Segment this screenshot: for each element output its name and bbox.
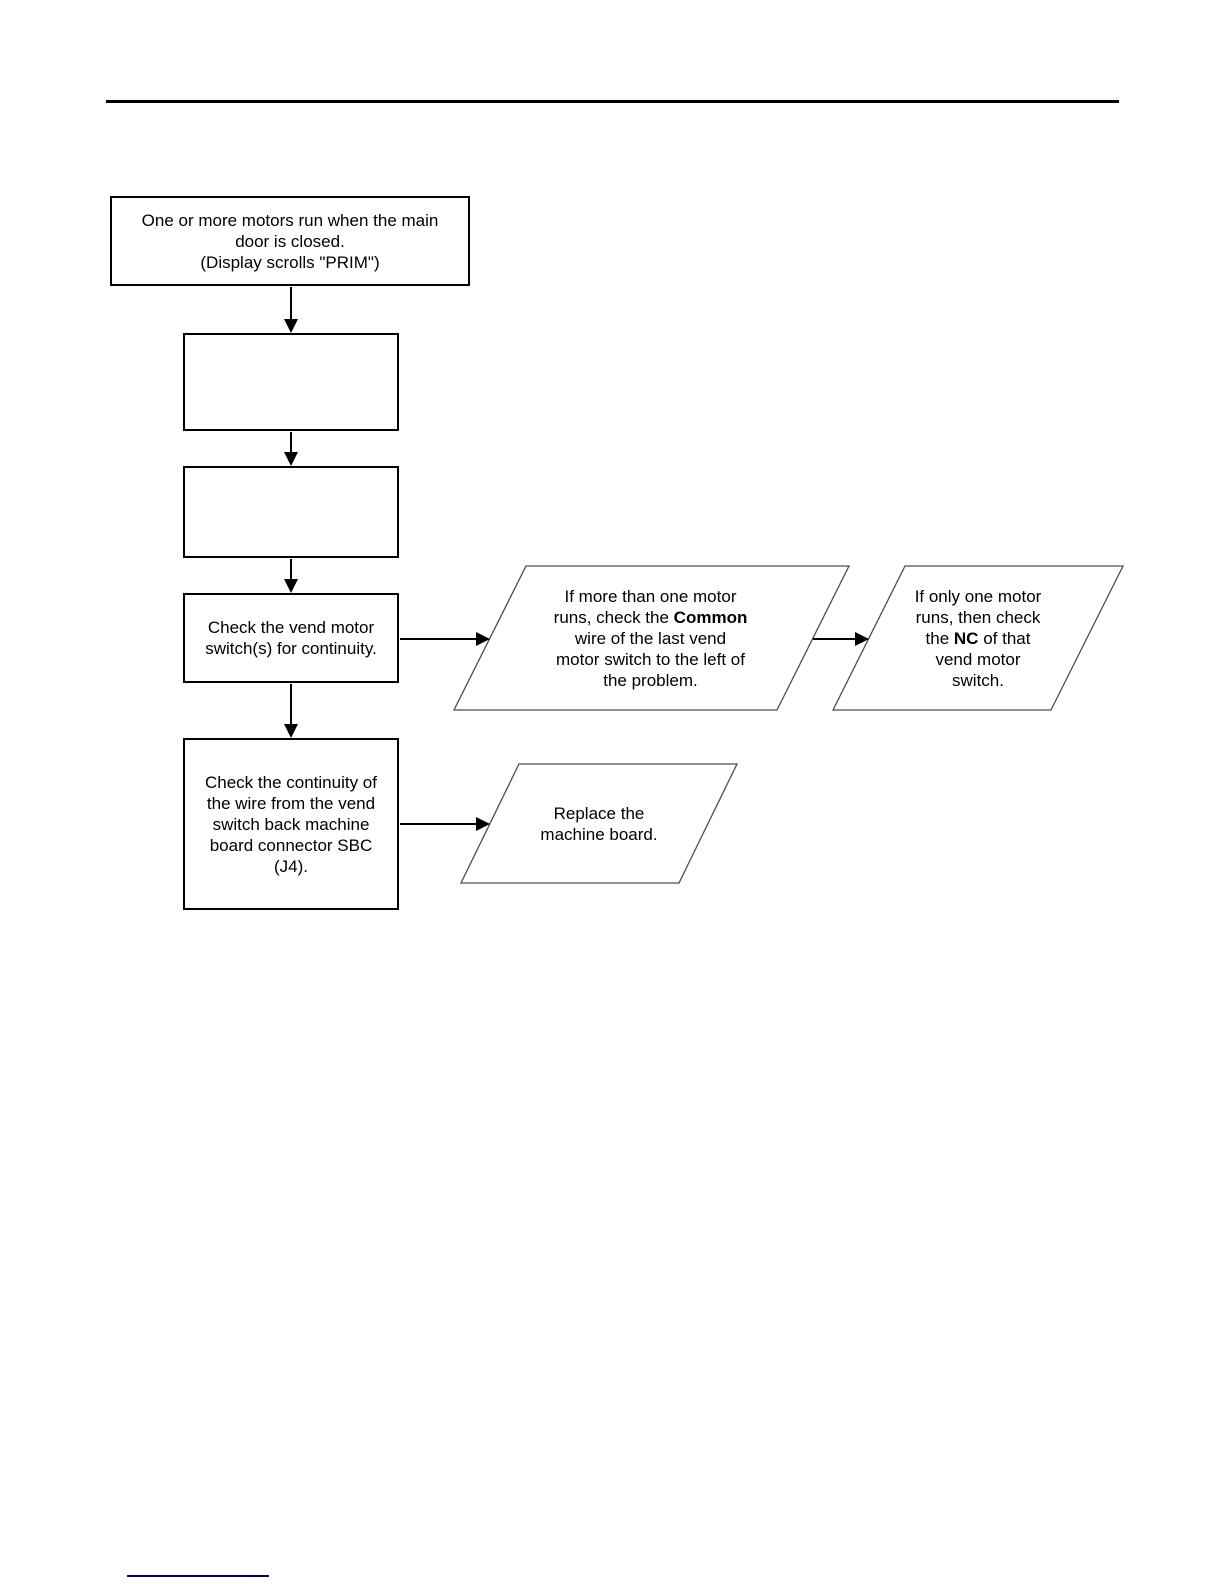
arrow-head-check-switch-to-check-wire <box>284 724 298 738</box>
parallelogram-more-than-one-motor <box>452 565 851 711</box>
arrow-head-step2-to-check-switch <box>284 579 298 593</box>
flow-node-step-empty-1 <box>183 333 399 431</box>
arrow-head-check-switch-to-more-than-one <box>476 632 490 646</box>
header-rule <box>106 100 1119 103</box>
arrow-head-check-wire-to-replace-board <box>476 817 490 831</box>
flow-node-step-empty-2 <box>183 466 399 558</box>
arrow-head-more-than-one-to-only-one <box>855 632 869 646</box>
parallelogram-replace-board <box>459 763 739 884</box>
parallelogram-only-one-motor <box>831 565 1125 711</box>
footer-link-underline[interactable] <box>127 1575 269 1577</box>
arrow-head-start-to-step1 <box>284 319 298 333</box>
arrow-head-step1-to-step2 <box>284 452 298 466</box>
